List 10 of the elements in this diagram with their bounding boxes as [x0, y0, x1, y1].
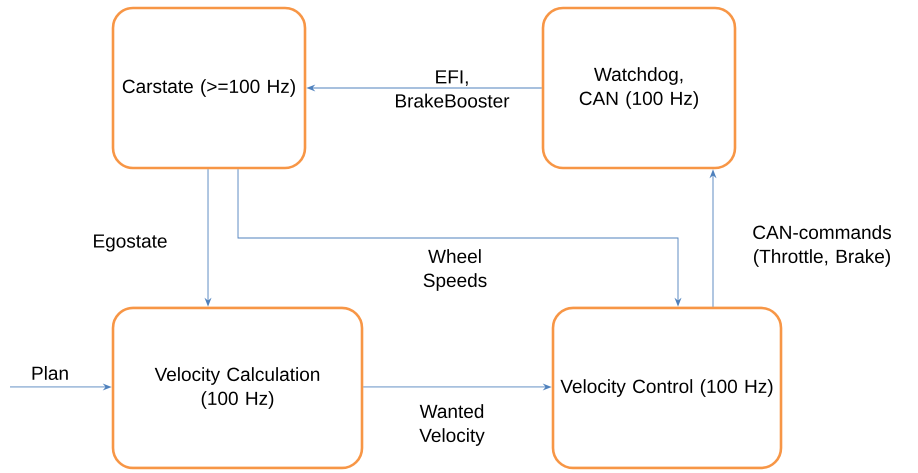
edge-label: EFI, BrakeBooster: [396, 70, 510, 108]
process-box: Watchdog, CAN (100 Hz): [542, 6, 736, 170]
process-box: Carstate (>=100 Hz): [112, 6, 306, 170]
process-box: Velocity Control (100 Hz): [552, 306, 782, 470]
edge-label: Wanted Velocity: [419, 404, 485, 446]
edge-label: CAN-commands (Throttle, Brake): [753, 225, 891, 267]
process-box: Velocity Calculation (100 Hz): [112, 306, 364, 470]
edge-label: Wheel Speeds: [424, 249, 487, 291]
edge-label: Plan: [32, 366, 68, 380]
edge-label: Egostate: [94, 234, 167, 252]
